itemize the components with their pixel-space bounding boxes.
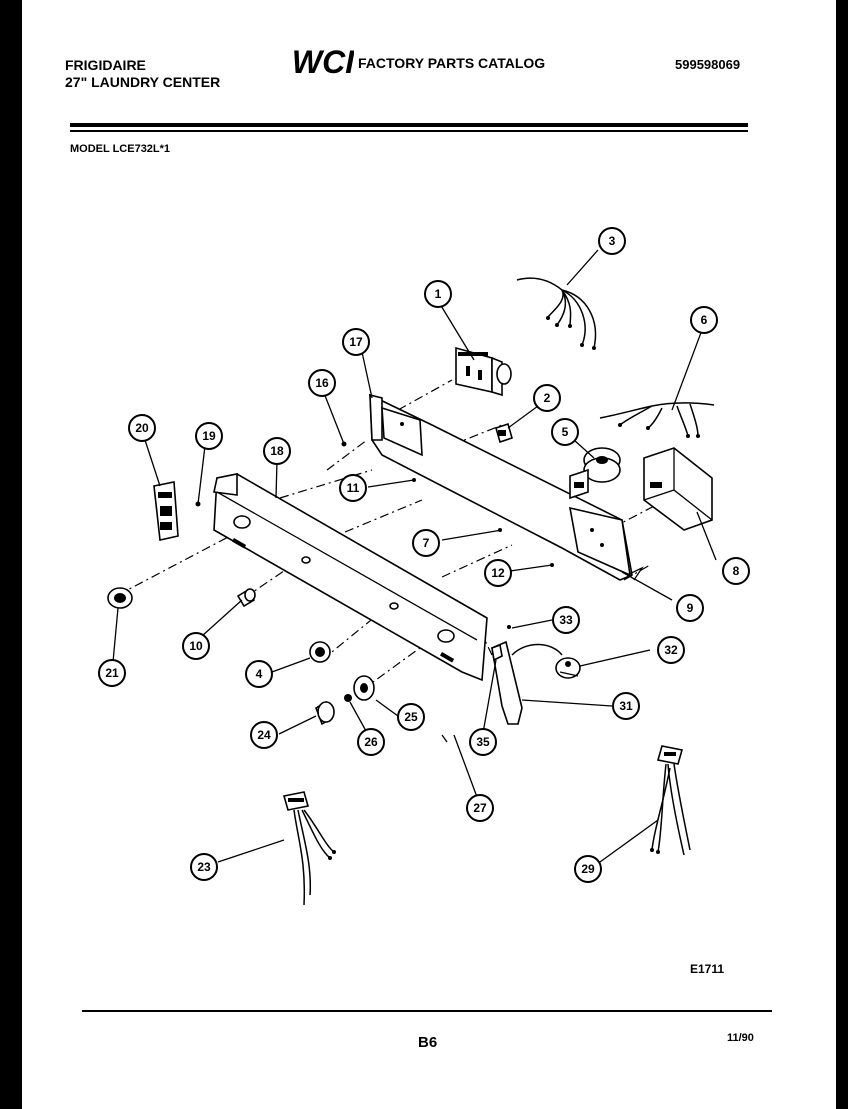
svg-text:19: 19 — [202, 429, 216, 443]
svg-text:16: 16 — [315, 376, 329, 390]
svg-text:9: 9 — [687, 601, 694, 615]
svg-text:17: 17 — [349, 335, 363, 349]
callout-6: 6 — [690, 306, 718, 334]
svg-text:21: 21 — [105, 666, 119, 680]
callout-9: 9 — [676, 594, 704, 622]
knob-4 — [309, 641, 331, 663]
callout-7: 7 — [412, 529, 440, 557]
callout-10: 10 — [182, 632, 210, 660]
callout-31: 31 — [612, 692, 640, 720]
svg-text:31: 31 — [619, 699, 633, 713]
callout-21: 21 — [98, 659, 126, 687]
header-rule-thin — [70, 130, 748, 132]
svg-text:7: 7 — [423, 536, 430, 550]
callout-12: 12 — [484, 559, 512, 587]
pin-27 — [441, 734, 448, 743]
bushing-part — [236, 588, 256, 608]
callout-27: 27 — [466, 794, 494, 822]
drawing-code: E1711 — [690, 962, 725, 976]
callout-26: 26 — [357, 728, 385, 756]
callout-8: 8 — [722, 557, 750, 585]
bracket-pin-part — [626, 566, 644, 581]
switch-assembly-part — [153, 481, 179, 541]
svg-text:12: 12 — [491, 566, 505, 580]
callout-29: 29 — [574, 855, 602, 883]
model-number: MODEL LCE732L*1 — [70, 143, 171, 155]
svg-text:33: 33 — [559, 613, 573, 627]
leader-lines — [112, 249, 717, 863]
svg-text:20: 20 — [135, 421, 149, 435]
svg-text:8: 8 — [733, 564, 740, 578]
callout-33: 33 — [552, 606, 580, 634]
svg-text:23: 23 — [197, 860, 211, 874]
callout-19: 19 — [195, 422, 223, 450]
exploded-parts-diagram: 1 2 3 4 5 6 7 8 9 10 11 12 16 17 18 19 2… — [98, 227, 750, 906]
callout-25: 25 — [397, 703, 425, 731]
callout-16: 16 — [308, 369, 336, 397]
callout-5: 5 — [551, 418, 579, 446]
callout-35: 35 — [469, 728, 497, 756]
knob-set-part — [315, 675, 375, 726]
callout-32: 32 — [657, 636, 685, 664]
svg-text:26: 26 — [364, 735, 378, 749]
control-box-part — [643, 447, 713, 531]
logo-text: WCI — [292, 44, 354, 80]
svg-text:18: 18 — [270, 444, 284, 458]
footer-rule — [82, 1010, 772, 1012]
revision-date: 11/90 — [727, 1032, 754, 1044]
pressure-switch-part — [569, 447, 621, 500]
callout-4: 4 — [245, 660, 273, 688]
catalog-sheet: FRIGIDAIRE 27" LAUNDRY CENTER WCI FACTOR… — [22, 0, 836, 1109]
svg-text:27: 27 — [473, 801, 487, 815]
page-number: B6 — [418, 1034, 438, 1051]
callout-3: 3 — [598, 227, 626, 255]
svg-text:10: 10 — [189, 639, 203, 653]
callout-20: 20 — [128, 414, 156, 442]
wire-harness-29 — [650, 745, 691, 856]
brand-name: FRIGIDAIRE — [65, 57, 146, 73]
svg-text:29: 29 — [581, 862, 595, 876]
product-name: 27" LAUNDRY CENTER — [65, 74, 221, 90]
wire-harness-6 — [599, 402, 715, 438]
wire-harness-23 — [282, 791, 336, 906]
wire-harness-3 — [516, 277, 597, 350]
svg-text:1: 1 — [435, 287, 442, 301]
svg-text:3: 3 — [609, 234, 616, 248]
svg-text:4: 4 — [256, 667, 263, 681]
timer-part — [455, 346, 512, 397]
callout-24: 24 — [250, 721, 278, 749]
callout-11: 11 — [339, 474, 367, 502]
lid-switch-assembly — [491, 625, 581, 725]
wci-logo: WCI — [292, 44, 354, 80]
callout-1: 1 — [424, 280, 452, 308]
document-number: 599598069 — [675, 57, 741, 72]
svg-text:6: 6 — [701, 313, 708, 327]
svg-text:35: 35 — [476, 735, 490, 749]
control-panel-part — [213, 473, 488, 682]
callout-18: 18 — [263, 437, 291, 465]
svg-text:25: 25 — [404, 710, 418, 724]
callout-labels: 1 2 3 4 5 6 7 8 9 10 11 12 16 17 18 19 2… — [98, 227, 750, 883]
callout-23: 23 — [190, 853, 218, 881]
catalog-title: FACTORY PARTS CATALOG — [358, 55, 546, 71]
rear-bracket-part — [369, 393, 633, 581]
callout-17: 17 — [342, 328, 370, 356]
svg-text:24: 24 — [257, 728, 271, 742]
switch-part — [495, 422, 513, 444]
callout-2: 2 — [533, 384, 561, 412]
svg-text:32: 32 — [664, 643, 678, 657]
knob-21 — [107, 587, 133, 609]
svg-text:11: 11 — [347, 481, 360, 495]
svg-text:5: 5 — [562, 425, 569, 439]
header-rule-thick — [70, 123, 748, 127]
svg-text:2: 2 — [544, 391, 551, 405]
